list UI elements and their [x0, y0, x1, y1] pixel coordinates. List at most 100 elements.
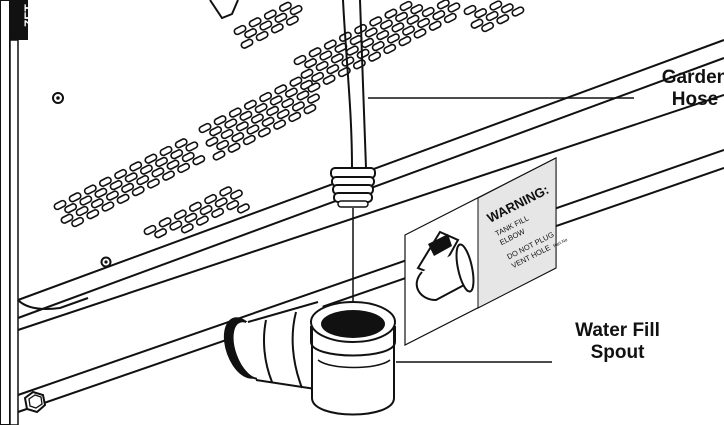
vent-slot [98, 176, 112, 187]
vent-slot [205, 136, 219, 147]
vent-slot [214, 197, 228, 208]
hex-bolt-icon [23, 390, 47, 414]
vent-slot [398, 35, 412, 47]
vent-slot [266, 105, 280, 117]
vent-slot [228, 107, 242, 118]
ventilation-slots [53, 0, 525, 239]
vent-slot [124, 172, 138, 183]
vent-slot [270, 23, 284, 34]
vent-slot [211, 207, 225, 219]
vent-slot [198, 122, 212, 134]
vent-slot [101, 201, 115, 212]
vent-slot [231, 132, 245, 143]
callout-leaders [368, 97, 634, 363]
vent-slot [352, 59, 366, 70]
vent-slot [500, 3, 514, 14]
garden-hose-label: Garden Hose [640, 67, 724, 111]
vent-slot [246, 124, 260, 135]
svg-text:ZET: ZET [22, 4, 36, 27]
vent-slot [485, 10, 499, 22]
vent-slot [158, 217, 172, 228]
vent-slot [227, 142, 241, 153]
vent-slot [136, 174, 150, 186]
base-rail [17, 94, 724, 413]
vent-slot [219, 186, 233, 197]
vent-slot [293, 54, 307, 66]
vent-slot [383, 43, 397, 55]
vent-slot [291, 101, 305, 112]
vent-slot [209, 126, 223, 137]
vent-slot [379, 19, 393, 30]
vent-slot [413, 28, 427, 39]
vent-slot [151, 167, 165, 178]
vent-slot [144, 153, 158, 164]
vent-slot [71, 216, 85, 228]
vent-slot [399, 0, 413, 12]
vent-slot [139, 164, 153, 175]
vent-slot [303, 103, 317, 115]
vent-slot [188, 201, 202, 212]
vent-slot [395, 11, 408, 23]
vent-slot [129, 161, 143, 172]
vent-slot [244, 28, 258, 39]
vent-slot [274, 84, 288, 95]
vent-slot [173, 209, 187, 220]
vent-slot [170, 149, 184, 160]
vent-slot [143, 224, 157, 236]
garden-hose [330, 0, 376, 318]
vent-slot [296, 90, 310, 101]
water-fill-spout-label-line1: Water Fill [575, 320, 660, 341]
vent-slot [212, 150, 226, 161]
vent-slot [204, 193, 218, 205]
vent-slot [300, 68, 314, 79]
vent-slot [308, 47, 322, 58]
vent-slot [114, 168, 128, 180]
vent-slot [239, 110, 253, 121]
vent-slot [289, 4, 303, 16]
vent-slot [364, 27, 378, 38]
vent-slot [121, 182, 135, 194]
vent-slot [326, 64, 340, 75]
vent-slot [337, 66, 351, 78]
vent-slot [288, 111, 302, 123]
vent-slot [406, 14, 420, 25]
vent-slot [180, 223, 194, 234]
vent-slot [369, 16, 383, 27]
vent-slot [79, 195, 93, 206]
vent-slot [53, 199, 67, 211]
garden-hose-label-line2: Hose [671, 89, 719, 110]
vent-slot [428, 20, 442, 31]
vent-slot [322, 74, 336, 85]
vent-slot [261, 116, 275, 127]
vent-slot [240, 38, 254, 49]
vent-slot [376, 29, 390, 41]
vent-slot [304, 58, 318, 69]
vent-slot [90, 198, 104, 209]
vent-slot [116, 193, 130, 204]
vent-slot [307, 82, 321, 93]
vent-slot [263, 9, 277, 20]
vent-slot [226, 199, 240, 211]
cabinet-logo: ZET [22, 4, 36, 27]
vent-slot [243, 99, 257, 110]
vent-slot [259, 91, 273, 103]
vent-slot [181, 151, 195, 163]
warning-label: WARNING: TANK FILL ELBOW DO NOT PLUG VEN… [404, 157, 569, 346]
vent-slot [86, 209, 100, 220]
vent-slot [311, 71, 325, 83]
vent-slot [257, 127, 271, 138]
water-fill-spout [223, 300, 396, 416]
vent-slot [284, 87, 298, 98]
vent-slot [250, 113, 264, 124]
vent-slot [421, 6, 435, 18]
vent-slot [269, 95, 283, 106]
vent-slot [242, 134, 256, 146]
water-fill-spout-label: Water Fill Spout [555, 320, 680, 364]
vent-slot [94, 187, 108, 198]
vent-slot [235, 121, 249, 132]
vent-slot [68, 192, 82, 203]
vent-slot [273, 119, 287, 130]
vent-slot [105, 190, 119, 201]
vent-slot [276, 108, 290, 120]
